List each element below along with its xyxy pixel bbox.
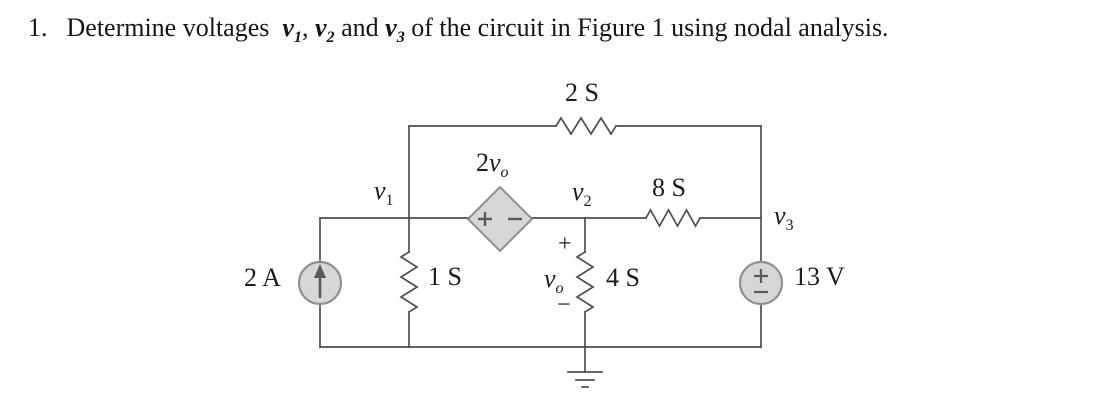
label-current-source-2A: 2 A	[244, 263, 281, 292]
voltage-source-13V	[738, 260, 784, 306]
resistor-1S	[399, 250, 419, 314]
label-node-v3: v3	[774, 201, 794, 235]
label-vo-minus: −	[557, 292, 571, 318]
separator: and	[334, 13, 386, 42]
current-arrow-up-icon	[314, 264, 326, 298]
resistor-2S	[554, 116, 618, 136]
label-vo-plus: +	[558, 231, 572, 257]
ground-icon	[567, 346, 603, 388]
dependent-voltage-source-2vo	[466, 185, 534, 253]
label-dependent-source-2vo: 2vo	[476, 148, 509, 182]
resistor-4S	[575, 250, 595, 314]
problem-text-trail: of the circuit in Figure 1 using nodal a…	[404, 13, 889, 42]
plus-symbol	[754, 269, 768, 283]
problem-text-lead: Determine voltages	[66, 13, 283, 42]
label-vo: vo	[544, 264, 564, 298]
label-node-v2: v2	[572, 177, 592, 211]
voltage-symbol-v1: v1	[282, 13, 302, 47]
plus-symbol	[478, 212, 492, 226]
problem-statement: 1. Determine voltages v1, v2 and v3 of th…	[28, 13, 889, 77]
label-voltage-source-13V: 13 V	[794, 262, 845, 291]
label-conductance-1S: 1 S	[428, 262, 462, 291]
current-source-2A	[297, 260, 343, 306]
label-conductance-2S: 2 S	[565, 78, 599, 107]
label-conductance-4S: 4 S	[606, 263, 640, 292]
label-conductance-8S: 8 S	[652, 173, 686, 202]
voltage-symbol-v2: v2	[314, 13, 335, 47]
voltage-symbol-v3: v3	[385, 13, 405, 47]
dependent-source-body	[466, 185, 534, 253]
resistor-8S	[644, 208, 702, 228]
label-node-v1: v1	[374, 176, 394, 210]
circuit-wires	[319, 116, 762, 388]
separator: ,	[301, 13, 315, 42]
problem-number: 1.	[28, 13, 48, 42]
